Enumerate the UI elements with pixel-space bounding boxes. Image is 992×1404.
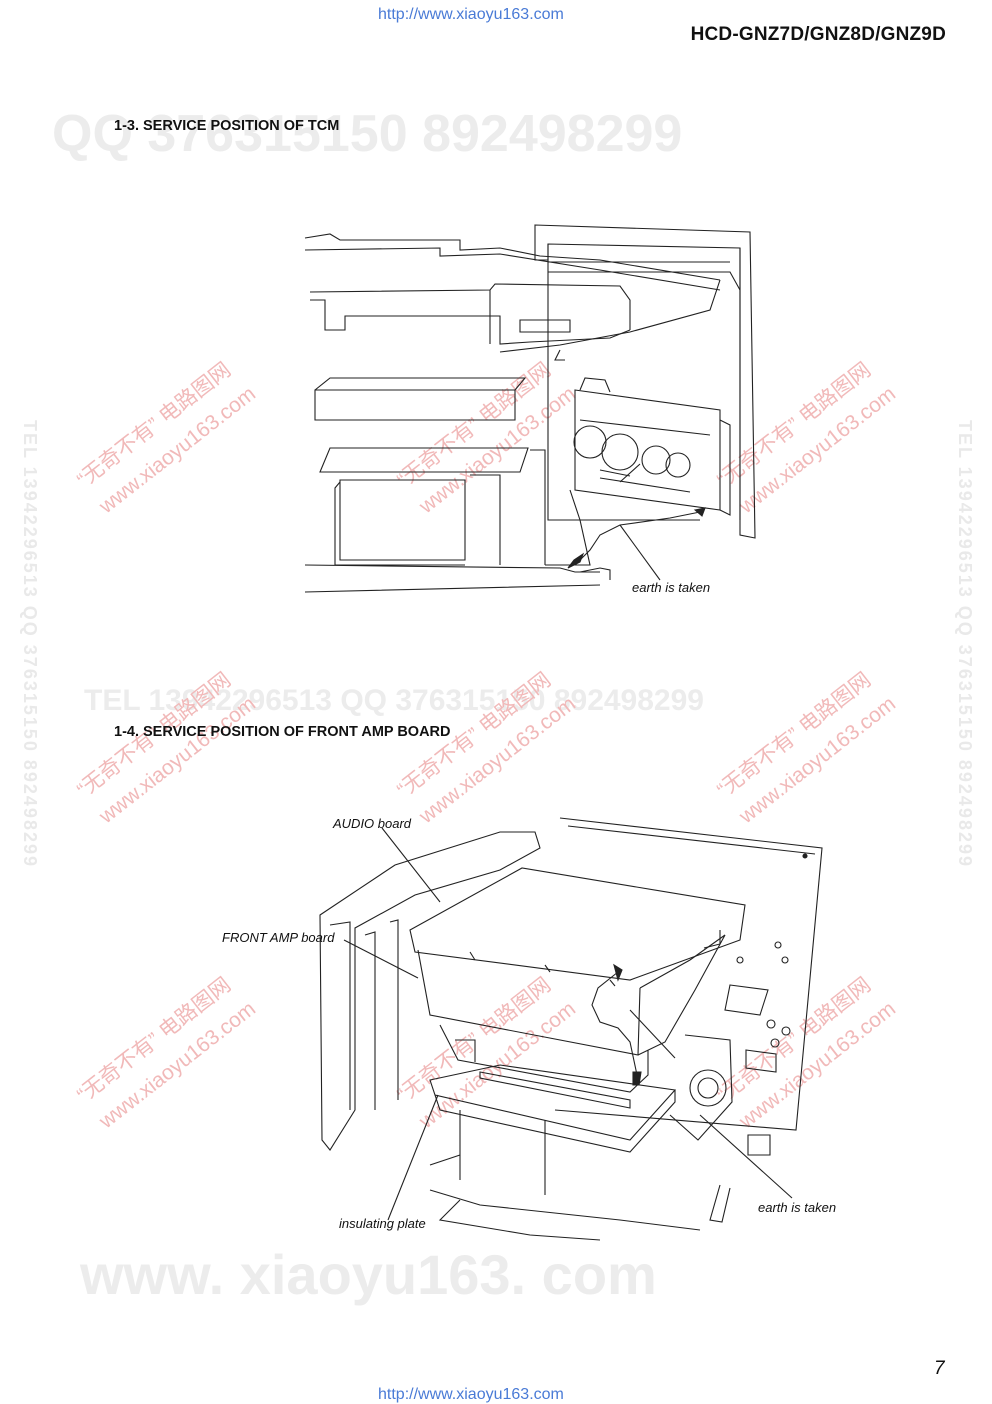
insulating-plate-callout: insulating plate <box>339 1216 426 1231</box>
audio-board-callout: AUDIO board <box>333 816 412 831</box>
watermark-side-right: TEL 13942296513 QQ 376315150 892498299 <box>955 420 975 868</box>
page-number: 7 <box>934 1358 945 1379</box>
tcm-service-diagram <box>300 220 770 605</box>
front-amp-service-diagram <box>300 810 840 1240</box>
watermark-qq-line: QQ 376315150 892498299 <box>52 105 683 163</box>
front-amp-earth-callout: earth is taken <box>758 1200 837 1215</box>
tcm-earth-callout: earth is taken <box>632 580 711 595</box>
model-title: HCD-GNZ7D/GNZ8D/GNZ9D <box>690 24 946 45</box>
section-heading-tcm: 1-3. SERVICE POSITION OF TCM <box>114 118 340 134</box>
watermark-side-left: TEL 13942296513 QQ 376315150 892498299 <box>20 420 40 868</box>
watermark-site-big: www. xiaoyu163. com <box>80 1243 657 1306</box>
header-url-link[interactable]: http://www.xiaoyu163.com <box>378 6 564 23</box>
front-amp-board-callout: FRONT AMP board <box>222 930 335 945</box>
footer-url-link[interactable]: http://www.xiaoyu163.com <box>378 1386 564 1403</box>
watermark-tel-line: TEL 13942296513 QQ 376315150 892498299 <box>84 684 704 717</box>
section-heading-front-amp: 1-4. SERVICE POSITION OF FRONT AMP BOARD <box>114 724 451 740</box>
